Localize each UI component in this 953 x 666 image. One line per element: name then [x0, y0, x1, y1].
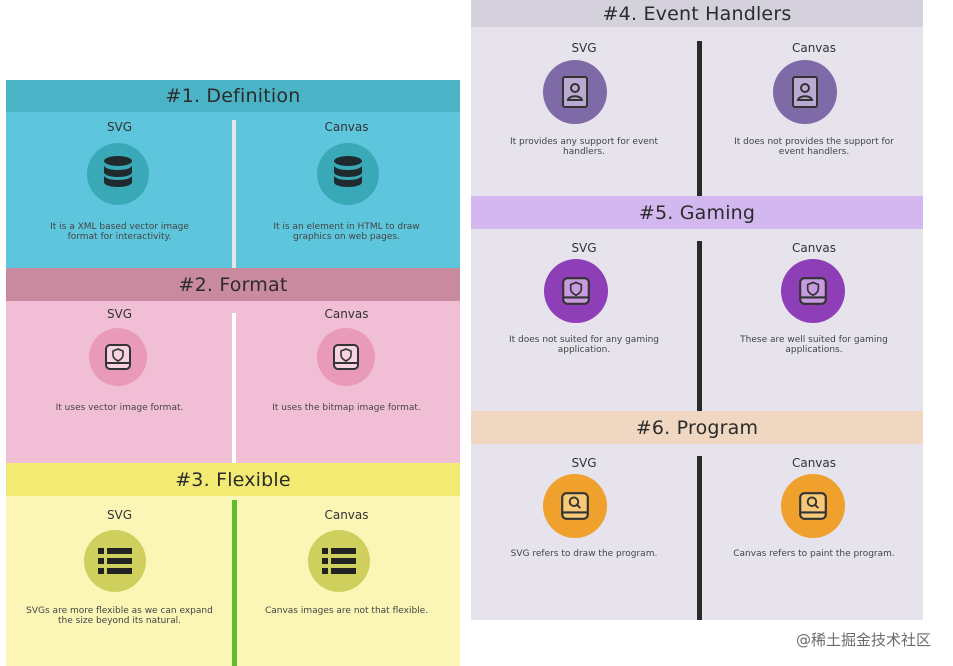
canvas-label: Canvas: [324, 120, 369, 134]
section-divider: [697, 241, 702, 411]
svg-description: SVG refers to draw the program.: [510, 549, 658, 559]
drive-shield-icon: [544, 259, 608, 323]
section-gaming: #5. Gaming SVG It does not suited for an…: [471, 196, 923, 411]
drive-shield-icon: [89, 328, 147, 386]
section-flexible: #3. Flexible SVG SVGs are more flexible …: [6, 463, 460, 666]
section-event-handlers-title: #4. Event Handlers: [471, 0, 923, 27]
section-divider: [232, 120, 236, 268]
drive-search-icon: [781, 474, 845, 538]
svg-label: SVG: [106, 508, 133, 522]
section-definition-title: #1. Definition: [6, 80, 460, 112]
canvas-description: Canvas refers to paint the program.: [733, 549, 895, 559]
section-gaming-title: #5. Gaming: [471, 196, 923, 229]
section-divider: [232, 313, 236, 463]
svg-column: SVG It is a XML based vector image forma…: [6, 112, 233, 268]
section-format-body: SVG It uses vector image format. Canvas: [6, 301, 460, 463]
section-divider: [232, 500, 237, 666]
section-gaming-body: SVG It does not suited for any gaming ap…: [471, 229, 923, 411]
svg-description: It provides any support for event handle…: [509, 137, 659, 157]
canvas-column: Canvas Canvas images are not that flexib…: [233, 496, 460, 666]
svg-column: SVG SVG refers to draw the program.: [471, 444, 697, 620]
canvas-description: It uses the bitmap image format.: [272, 403, 421, 413]
drive-search-icon: [543, 474, 607, 538]
database-icon: [87, 143, 149, 205]
profile-card-icon: [543, 60, 607, 124]
drive-shield-icon: [317, 328, 375, 386]
canvas-label: Canvas: [324, 307, 369, 321]
section-program-body: SVG SVG refers to draw the program. Canv…: [471, 444, 923, 620]
canvas-column: Canvas It is an element in HTML to draw …: [233, 112, 460, 268]
section-format: #2. Format SVG It uses vector image form…: [6, 268, 460, 463]
section-definition-body: SVG It is a XML based vector image forma…: [6, 112, 460, 268]
canvas-description: Canvas images are not that flexible.: [264, 606, 429, 616]
section-program: #6. Program SVG SVG refers to draw the p…: [471, 411, 923, 620]
section-format-title: #2. Format: [6, 268, 460, 301]
section-flexible-body: SVG SVGs are more flexible as we can exp…: [6, 496, 460, 666]
right-infographic-panel: #4. Event Handlers SVG It provides any s…: [471, 0, 923, 620]
canvas-label: Canvas: [324, 508, 369, 522]
list-icon: [308, 530, 370, 592]
svg-description: It is a XML based vector image format fo…: [50, 222, 189, 242]
canvas-label: Canvas: [791, 41, 837, 55]
database-icon: [317, 143, 379, 205]
list-icon: [84, 530, 146, 592]
svg-label: SVG: [571, 41, 597, 55]
canvas-description: It is an element in HTML to draw graphic…: [273, 222, 420, 242]
svg-label: SVG: [571, 241, 597, 255]
svg-description: SVGs are more flexible as we can expand …: [26, 606, 213, 626]
profile-card-icon: [773, 60, 837, 124]
drive-shield-icon: [781, 259, 845, 323]
svg-label: SVG: [106, 307, 133, 321]
section-divider: [697, 41, 702, 196]
canvas-label: Canvas: [791, 241, 837, 255]
watermark: @稀土掘金技术社区: [795, 631, 931, 649]
canvas-description: These are well suited for gaming applica…: [740, 335, 888, 355]
svg-description: It uses vector image format.: [55, 403, 184, 413]
svg-column: SVG It uses vector image format.: [6, 301, 233, 463]
svg-column: SVG It does not suited for any gaming ap…: [471, 229, 697, 411]
section-event-handlers-body: SVG It provides any support for event ha…: [471, 27, 923, 196]
canvas-label: Canvas: [791, 456, 837, 470]
canvas-column: Canvas Canvas refers to paint the progra…: [701, 444, 927, 620]
section-event-handlers: #4. Event Handlers SVG It provides any s…: [471, 0, 923, 196]
svg-column: SVG SVGs are more flexible as we can exp…: [6, 496, 233, 666]
svg-column: SVG It provides any support for event ha…: [471, 27, 697, 196]
svg-label: SVG: [571, 456, 597, 470]
section-program-title: #6. Program: [471, 411, 923, 444]
section-definition: #1. Definition SVG It is a XML based vec…: [6, 80, 460, 268]
svg-description: It does not suited for any gaming applic…: [508, 335, 660, 355]
section-flexible-title: #3. Flexible: [6, 463, 460, 496]
canvas-column: Canvas It does not provides the support …: [701, 27, 927, 196]
svg-label: SVG: [106, 120, 133, 134]
section-divider: [697, 456, 702, 620]
canvas-column: Canvas It uses the bitmap image format.: [233, 301, 460, 463]
left-infographic-panel: #1. Definition SVG It is a XML based vec…: [6, 80, 460, 666]
canvas-column: Canvas These are well suited for gaming …: [701, 229, 927, 411]
canvas-description: It does not provides the support for eve…: [734, 137, 894, 157]
